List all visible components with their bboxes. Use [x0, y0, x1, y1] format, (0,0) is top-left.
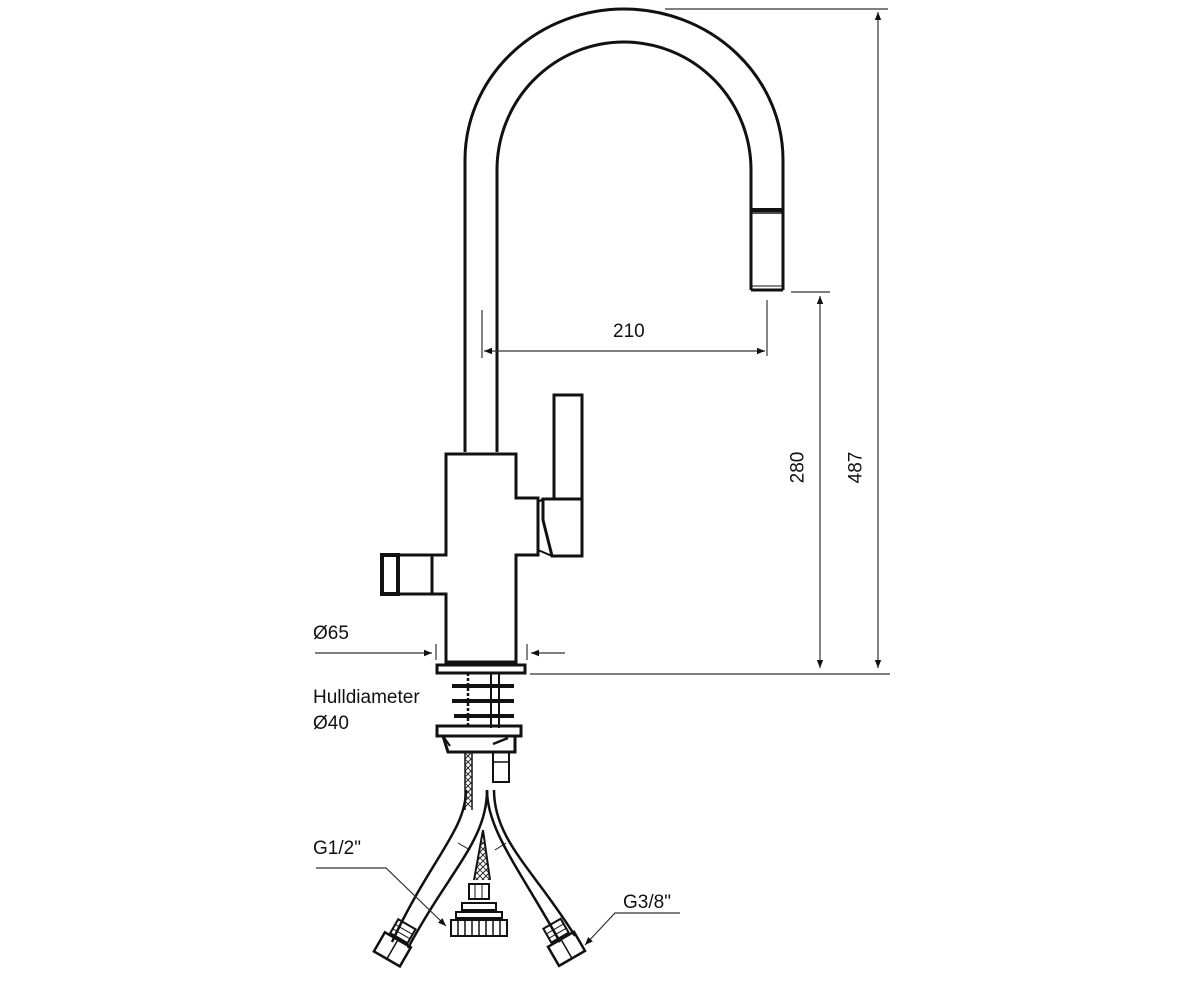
hose-connection-right-label: G3/8": [623, 892, 671, 913]
spout-height-dimension-label: 280: [787, 451, 809, 484]
hoses: [390, 752, 577, 949]
total-height-dimension-label: 487: [845, 451, 867, 484]
dimension-lines: [315, 8, 890, 946]
hole-diameter-value: Ø40: [313, 713, 349, 734]
reach-dimension-label: 210: [613, 321, 645, 342]
hose-connection-left-label: G1/2": [313, 838, 361, 859]
right-hose-nut: [541, 917, 587, 968]
spout: [463, 7, 785, 452]
faucet-body: [380, 393, 584, 664]
base-diameter-label: Ø65: [313, 623, 349, 644]
mounting-assembly: [435, 663, 527, 783]
left-hose-nut: [372, 917, 417, 969]
hole-diameter-title: Hulldiameter: [313, 687, 420, 708]
